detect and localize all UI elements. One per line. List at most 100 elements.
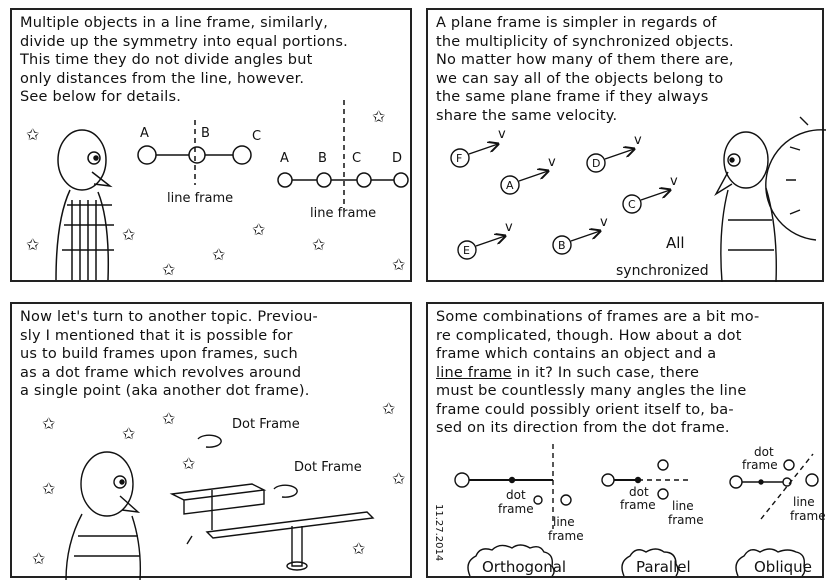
- label-b: B: [318, 151, 327, 166]
- velocity-label: v: [505, 220, 513, 235]
- line-frame-caption: line frame: [310, 206, 376, 221]
- svg-text:✩: ✩: [26, 235, 40, 254]
- dot-frame-label: dot: [629, 485, 649, 499]
- velocity-label: v: [600, 215, 608, 230]
- object-e: [457, 236, 505, 260]
- text-line: See below for details.: [20, 89, 182, 105]
- label-b: B: [201, 126, 210, 141]
- panel-combinations: Some combinations of frames are a bit mo…: [426, 302, 826, 578]
- svg-text:✩: ✩: [122, 225, 136, 244]
- svg-text:✩: ✩: [42, 479, 56, 498]
- text-line: Multiple objects in a line frame, simila…: [20, 15, 328, 31]
- text-line: must be countlessly many angles the line: [436, 383, 747, 399]
- text-line: A plane frame is simpler in regards of: [436, 15, 717, 31]
- text-line: frame which contains an object and a: [436, 346, 717, 362]
- dot-frame-label: frame: [620, 498, 656, 512]
- line-frame-diagram-2: [277, 100, 409, 210]
- label-b: B: [558, 239, 566, 252]
- label-e: E: [463, 244, 470, 257]
- professor-figure: [65, 451, 141, 580]
- text-line: the multiplicity of synchronized objects…: [436, 33, 734, 50]
- object-d: [586, 149, 634, 173]
- label-f: F: [456, 152, 462, 165]
- label-a: A: [140, 126, 149, 141]
- svg-text:✩: ✩: [392, 255, 406, 274]
- svg-text:✩: ✩: [352, 539, 366, 558]
- underlined-term: line frame: [436, 364, 512, 381]
- cloud-labels: Orthogonal Parallel Oblique: [467, 544, 812, 577]
- object-c: [622, 190, 670, 214]
- sun-drawing: [765, 116, 826, 241]
- professor-figure: [55, 129, 114, 281]
- text-line: share the same velocity.: [436, 107, 618, 124]
- panel-4-text: Some combinations of frames are a bit mo…: [436, 308, 816, 438]
- svg-text:✩: ✩: [32, 549, 46, 568]
- svg-text:✩: ✩: [162, 409, 176, 428]
- panel-2-drawing: F A D C E B v v v v v v All synchronized: [450, 116, 826, 283]
- panel-4-drawing: dot frame line frame dot frame line fram…: [433, 444, 826, 577]
- svg-text:✩: ✩: [162, 260, 176, 279]
- svg-text:✩: ✩: [212, 245, 226, 264]
- panel-3-drawing: Dot Frame Dot Frame ✩✩✩✩ ✩✩✩✩✩: [32, 399, 406, 580]
- text-line: only distances from the line, however.: [20, 70, 305, 87]
- star-decorations: ✩✩✩✩ ✩✩✩✩✩: [32, 399, 406, 568]
- velocity-label: v: [498, 127, 506, 142]
- svg-text:✩: ✩: [42, 414, 56, 433]
- rotation-arrow-icon: [197, 434, 298, 498]
- dot-frame-label: dot: [754, 445, 774, 459]
- professor-figure: [714, 131, 777, 283]
- parallel-diagram: [601, 459, 688, 500]
- svg-text:✩: ✩: [392, 469, 406, 488]
- text-line: us to build frames upon frames, such: [20, 346, 298, 362]
- label-d: D: [592, 157, 600, 170]
- object-f: [450, 144, 498, 168]
- object-b: [552, 231, 600, 255]
- nested-rotating-bars: [169, 483, 375, 571]
- line-frame-diagram-1: [137, 120, 252, 185]
- dot-frame-label: Dot Frame: [294, 460, 362, 475]
- panel-1-drawing: A B C line frame A B C D line frame ✩✩✩✩…: [26, 100, 409, 281]
- text-line: line frame in it? In such case, there: [436, 364, 816, 383]
- text-line: Now let's turn to another topic. Previou…: [20, 309, 318, 325]
- line-frame-label: frame: [668, 513, 704, 527]
- svg-text:✩: ✩: [372, 107, 386, 126]
- caption-synchronized: synchronized: [616, 263, 709, 279]
- dot-frame-label: Dot Frame: [232, 417, 300, 432]
- velocity-label: v: [548, 155, 556, 170]
- label-c: C: [628, 198, 636, 211]
- dot-frame-label: frame: [742, 458, 778, 472]
- line-frame-label: frame: [548, 529, 584, 543]
- text-line: sed on its direction from the dot frame.: [436, 420, 730, 436]
- text-line: This time they do not divide angles but: [20, 52, 313, 68]
- case-orthogonal: Orthogonal: [482, 558, 566, 576]
- line-frame-label: line: [672, 499, 694, 513]
- caption-all: All: [666, 234, 685, 252]
- line-frame-label: line: [793, 495, 815, 509]
- line-frame-label: frame: [790, 509, 826, 523]
- label-c: C: [352, 151, 361, 166]
- svg-text:✩: ✩: [182, 454, 196, 473]
- line-frame-caption: line frame: [167, 191, 233, 206]
- label-a: A: [506, 179, 514, 192]
- object-a: [500, 171, 548, 195]
- text-line: re complicated, though. How about a dot: [436, 327, 742, 344]
- panel-1-text: Multiple objects in a line frame, simila…: [20, 14, 404, 107]
- text-line: divide up the symmetry into equal portio…: [20, 33, 348, 50]
- svg-text:✩: ✩: [26, 125, 40, 144]
- line-frame-label: line: [553, 515, 575, 529]
- panel-3-text: Now let's turn to another topic. Previou…: [20, 308, 404, 401]
- star-decorations: ✩ ✩ ✩ ✩ ✩ ✩ ✩ ✩ ✩: [26, 107, 406, 279]
- text-line: Some combinations of frames are a bit mo…: [436, 309, 760, 325]
- velocity-label: v: [670, 174, 678, 189]
- text-line: as a dot frame which revolves around: [20, 364, 302, 381]
- svg-text:✩: ✩: [312, 235, 326, 254]
- svg-text:✩: ✩: [252, 220, 266, 239]
- dot-frame-label: frame: [498, 502, 534, 516]
- dot-frame-label: dot: [506, 488, 526, 502]
- text-line: the same plane frame if they always: [436, 89, 709, 105]
- date-stamp: 11.27.2014: [433, 504, 444, 561]
- label-a: A: [280, 151, 289, 166]
- panel-frames-upon-frames: Now let's turn to another topic. Previou…: [10, 302, 412, 580]
- text-fragment: in it? In such case, there: [511, 364, 700, 381]
- label-c: C: [252, 129, 261, 144]
